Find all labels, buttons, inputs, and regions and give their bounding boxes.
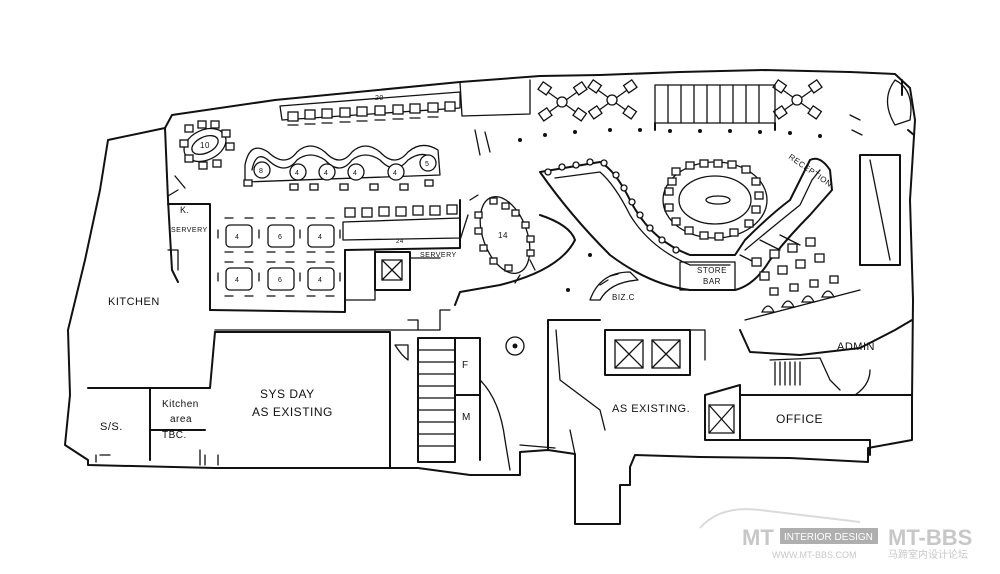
toilet-f-label: F (462, 360, 469, 371)
booth-banquette-wave (244, 144, 441, 183)
watermark-tagline: 马蹄室内设计论坛 (888, 548, 968, 561)
booth-tables (243, 154, 437, 191)
square-table-grid (217, 217, 341, 297)
reception-desk (849, 79, 912, 266)
table-24-number: 24 (396, 239, 404, 245)
booth-number-6: 5 (425, 161, 429, 168)
bar-storage (679, 261, 736, 291)
servery-counter (342, 199, 461, 291)
large-oval-table (662, 159, 768, 241)
biz-c-label: BIZ.C (612, 293, 635, 302)
pillar-marks (474, 129, 491, 156)
k-servery-label: K. (180, 205, 190, 215)
store-label: STORE (697, 266, 727, 275)
long-table-14 (459, 194, 536, 284)
watermark: MT INTERIOR DESIGN MT-BBS WWW.MT-BBS.COM… (699, 508, 972, 561)
kitchen-area-label-2: area (170, 414, 192, 425)
entry-frame (459, 79, 531, 117)
sys-day-existing-label: AS EXISTING (252, 405, 333, 419)
kitchen-label: KITCHEN (108, 296, 160, 308)
booth-number-1: 8 (259, 168, 263, 175)
booth-number-3: 4 (324, 170, 328, 177)
ss-label: S/S. (100, 421, 123, 433)
office-label: OFFICE (776, 412, 823, 426)
lift-lobby (505, 319, 706, 455)
table-number-a: 4 (235, 234, 239, 241)
round-table-10 (179, 120, 235, 170)
office-admin-zone (704, 319, 913, 456)
right-seating (739, 234, 861, 321)
ceiling-dots (518, 128, 822, 292)
watermark-url: WWW.MT-BBS.COM (772, 550, 857, 560)
booth-number-4: 4 (353, 170, 357, 177)
outer-walls (64, 69, 916, 525)
table-number-f: 4 (318, 277, 322, 284)
curved-partition (454, 214, 576, 306)
top-stair (654, 84, 776, 131)
table-number-d: 4 (235, 277, 239, 284)
admin-label: ADMIN (837, 341, 875, 353)
table-10-number: 10 (200, 141, 210, 150)
kitchen-area-label-3: TBC. (162, 430, 187, 441)
banquette-row-top (279, 91, 461, 126)
watermark-brand-right: MT-BBS (888, 525, 972, 550)
watermark-brand-left: MT (742, 525, 774, 550)
kitchen-zone (87, 175, 451, 469)
table-number-b: 6 (278, 234, 282, 241)
table-20-number: 20 (375, 95, 384, 102)
serpentine-bar (539, 157, 833, 291)
bar-label: BAR (703, 277, 721, 286)
booth-number-5: 4 (393, 170, 397, 177)
toilet-m-label: M (462, 412, 471, 423)
booth-number-2: 4 (295, 170, 299, 177)
servery-label-center: SERVERY (420, 252, 457, 259)
kitchen-area-label-1: Kitchen (162, 399, 199, 410)
bar-stool-dots (544, 158, 680, 254)
as-existing-label: AS EXISTING. (612, 403, 690, 415)
servery-label-left: SERVERY (171, 227, 208, 234)
sys-day-label: SYS DAY (260, 387, 315, 401)
toilets-and-stair (394, 337, 511, 471)
table-number-e: 6 (278, 277, 282, 284)
table-14-number: 14 (498, 231, 508, 240)
biz-centre-pod (589, 271, 639, 301)
table-number-c: 4 (318, 234, 322, 241)
lounge-seating (537, 78, 823, 122)
watermark-badge-text: INTERIOR DESIGN (784, 532, 873, 543)
watermark-badge-bg (780, 528, 878, 544)
